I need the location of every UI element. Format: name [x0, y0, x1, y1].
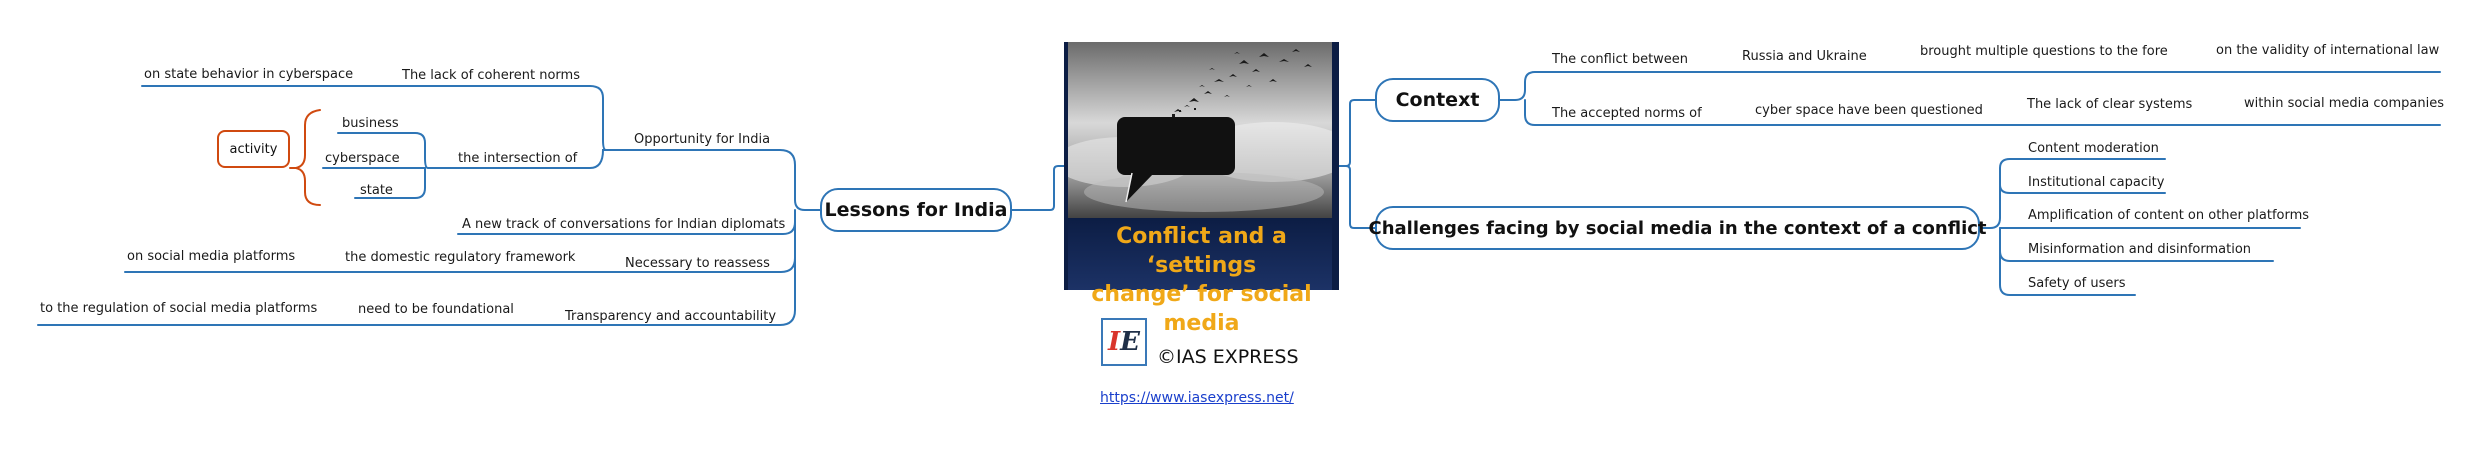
- website-link[interactable]: https://www.iasexpress.net/: [1100, 390, 1294, 406]
- edge-center-lessons: [1011, 165, 1065, 211]
- label-opportunity-for-india[interactable]: Opportunity for India: [634, 132, 771, 147]
- label-brought-multiple-questions[interactable]: brought multiple questions to the fore: [1920, 44, 2168, 59]
- edge-lessons-trunk: [759, 149, 821, 211]
- label-russia-and-ukraine[interactable]: Russia and Ukraine: [1742, 49, 1867, 64]
- label-lack-clear-systems[interactable]: The lack of clear systems: [2027, 97, 2193, 112]
- label-cyber-space-questioned[interactable]: cyber space have been questioned: [1755, 103, 1983, 118]
- label-misinformation-disinformation[interactable]: Misinformation and disinformation: [2028, 242, 2252, 257]
- central-topic-title: Conflict and a ‘settings change’ for soc…: [1064, 222, 1339, 338]
- label-new-track-diplomats[interactable]: A new track of conversations for Indian …: [462, 217, 786, 232]
- label-cyberspace[interactable]: cyberspace: [325, 151, 400, 166]
- label-domestic-regulatory-framework[interactable]: the domestic regulatory framework: [345, 250, 576, 265]
- edge-intersection-state: [354, 167, 426, 199]
- central-title-line-1: Conflict and a ‘settings: [1116, 224, 1287, 278]
- label-on-social-media-platforms[interactable]: on social media platforms: [127, 249, 296, 264]
- label-institutional-capacity[interactable]: Institutional capacity: [2028, 175, 2165, 190]
- label-necessary-to-reassess[interactable]: Necessary to reassess: [625, 256, 770, 271]
- label-lack-coherent-norms[interactable]: The lack of coherent norms: [402, 68, 580, 83]
- copyright-text: ©IAS EXPRESS: [1157, 346, 1299, 368]
- node-lessons-for-india[interactable]: Lessons for India: [820, 188, 1012, 232]
- label-state[interactable]: state: [360, 183, 393, 198]
- node-context[interactable]: Context: [1375, 78, 1500, 122]
- speech-bubble-icon: [1117, 117, 1235, 203]
- label-need-to-be-foundational[interactable]: need to be foundational: [358, 302, 514, 317]
- edge-context-conflict: [1499, 71, 1691, 101]
- edge-opportunity-lacknorms: [389, 85, 611, 151]
- edge-challenges-institutional: [1999, 184, 2166, 201]
- edge-activity-brace: [295, 109, 321, 206]
- edge-lessons-transparency: [559, 257, 796, 326]
- label-amplification-of-content[interactable]: Amplification of content on other platfo…: [2028, 208, 2310, 223]
- birds-icon: [1172, 49, 1312, 117]
- label-validity-international-law[interactable]: on the validity of international law: [2216, 43, 2440, 58]
- node-challenges-social-media[interactable]: Challenges facing by social media in the…: [1369, 206, 1987, 250]
- label-business[interactable]: business: [342, 116, 399, 131]
- label-accepted-norms-of[interactable]: The accepted norms of: [1552, 106, 1702, 121]
- label-content-moderation[interactable]: Content moderation: [2028, 141, 2159, 156]
- label-state-behavior[interactable]: on state behavior in cyberspace: [144, 67, 354, 82]
- edge-challenges-safety: [1999, 250, 2136, 296]
- central-topic-image: [1064, 42, 1339, 290]
- edge-center-context: [1338, 99, 1376, 167]
- label-regulation-of-platforms[interactable]: to the regulation of social media platfo…: [40, 301, 318, 316]
- label-intersection-of[interactable]: the intersection of: [458, 151, 578, 166]
- central-title-line-2: change’ for social media: [1091, 282, 1312, 336]
- label-transparency-accountability[interactable]: Transparency and accountability: [565, 309, 777, 324]
- edge-opportunity-intersection: [449, 149, 611, 169]
- label-safety-of-users[interactable]: Safety of users: [2028, 276, 2126, 291]
- edge-context-accepted: [1524, 99, 1746, 126]
- edge-center-challenges: [1338, 165, 1376, 229]
- node-activity[interactable]: activity: [217, 130, 290, 168]
- label-within-social-media-companies[interactable]: within social media companies: [2244, 96, 2444, 111]
- label-conflict-between[interactable]: The conflict between: [1552, 52, 1689, 67]
- edge-intersection-business: [337, 132, 451, 169]
